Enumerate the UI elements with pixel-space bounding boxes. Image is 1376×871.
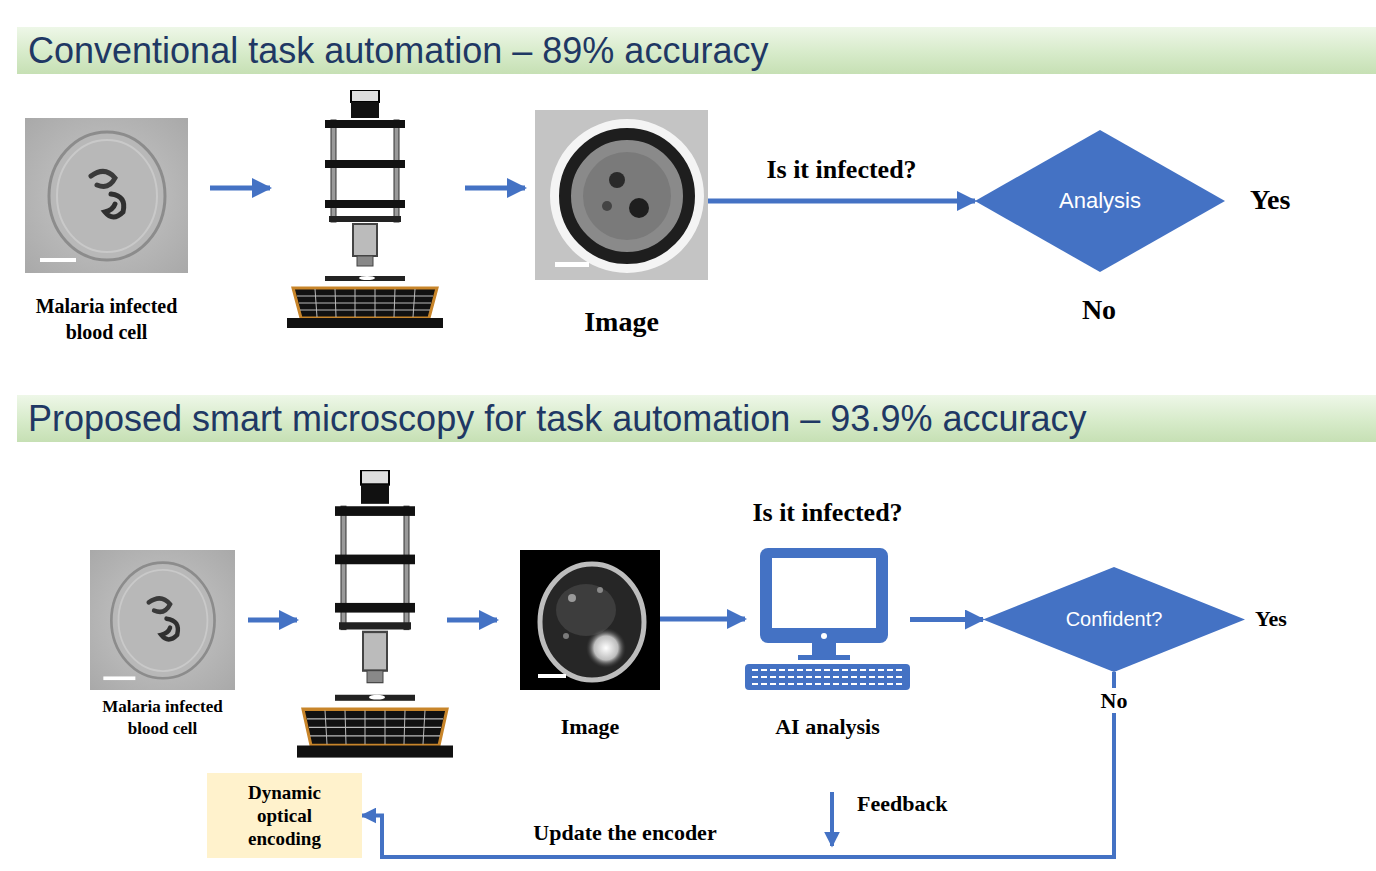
grey-cell-image-part: [535, 110, 708, 280]
flow-connector: [910, 617, 983, 622]
image-tile: Image: [535, 110, 708, 280]
outcome-label: Feedback: [857, 791, 947, 816]
image-caption: Image: [522, 306, 722, 338]
cell-image: Malaria infected blood cell: [90, 550, 235, 690]
question-heading: Is it infected?: [678, 498, 978, 528]
computer-icon-part: [821, 633, 827, 639]
flow-arrow-part: [210, 186, 270, 191]
band-title: Proposed smart microscopy for task autom…: [28, 398, 1086, 439]
image-caption: Malaria infected blood cell: [87, 696, 239, 740]
image-tile: Image: [520, 550, 660, 690]
computer-icon-part: [812, 643, 836, 656]
computer-icon-part: [760, 548, 888, 643]
computer-icon-part: [745, 664, 910, 690]
diamond-label: Confident?: [1066, 608, 1163, 631]
diamond-label: Analysis: [1059, 188, 1141, 214]
flow-arrow-part: [447, 618, 497, 623]
image-caption: Image: [500, 714, 680, 740]
feedback-arrow: [830, 792, 834, 846]
computer-icon-part: [798, 655, 850, 660]
edge-label: Update the encoder: [533, 820, 716, 845]
flow-arrow-part: [465, 186, 525, 191]
band-title: Conventional task automation – 89% accur…: [28, 30, 768, 71]
cell-photo: [90, 550, 235, 690]
computer-icon-part: [772, 558, 876, 628]
dark-cell-image-part: [520, 550, 660, 690]
flow-connector: [362, 672, 1114, 857]
diamond-shape: [975, 130, 1225, 272]
microscope-drawing: [297, 470, 453, 758]
microscope-drawing-part: [297, 470, 453, 758]
computer-caption: AI analysis: [678, 714, 978, 740]
decision-diamond: Confident?: [983, 567, 1245, 672]
feedback-arrow-part: [830, 792, 834, 846]
flow-connector: [708, 199, 975, 204]
diamond-shape: [983, 567, 1245, 672]
grey-cell-image: [535, 110, 708, 280]
outcome-label: Yes: [1255, 606, 1287, 631]
outcome-label: No: [1082, 294, 1116, 326]
cell-photo-part: [90, 550, 235, 690]
flow-connector: [660, 617, 745, 622]
image-caption: Malaria infected blood cell: [19, 293, 195, 345]
ai-computer: Is it infected?AI analysis: [745, 548, 910, 690]
title-band: Conventional task automation – 89% accur…: [17, 27, 1376, 74]
dark-cell-image: [520, 550, 660, 690]
cell-photo-part: [25, 118, 188, 273]
encoder-box: Dynamic optical encoding: [207, 773, 362, 858]
decision-diamond: Analysis: [975, 130, 1225, 272]
outcome-label: Yes: [1250, 184, 1290, 216]
cell-image: Malaria infected blood cell: [25, 118, 188, 273]
cell-photo: [25, 118, 188, 273]
computer-icon-part: [752, 670, 903, 684]
computer-icon: [745, 548, 910, 690]
flow-arrow-part: [248, 618, 297, 623]
title-band: Proposed smart microscopy for task autom…: [17, 395, 1376, 442]
edge-label: Is it infected?: [766, 155, 916, 185]
encoder-label: Dynamic optical encoding: [235, 781, 335, 850]
outcome-label: No: [1097, 688, 1132, 713]
microscope-drawing-part: [287, 90, 443, 328]
microscope-drawing: [287, 90, 443, 328]
